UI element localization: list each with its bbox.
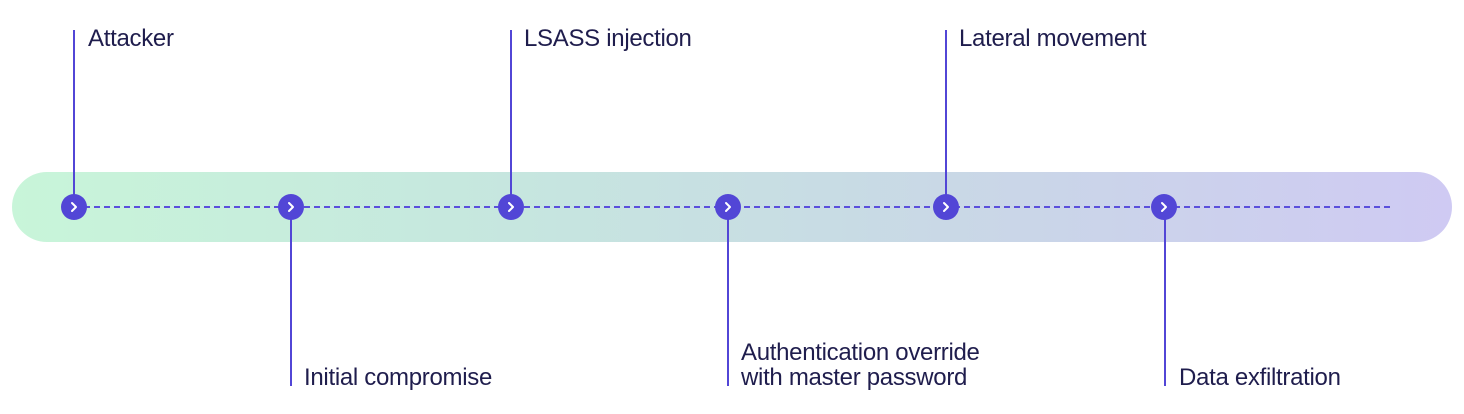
step-connector-lsass-injection: [510, 30, 512, 207]
step-node-initial-compromise: [278, 194, 304, 220]
step-connector-data-exfiltration: [1164, 207, 1166, 386]
step-label-data-exfiltration: Data exfiltration: [1179, 364, 1341, 391]
step-label-authentication-override: Authentication override with master pass…: [741, 339, 980, 391]
step-label-attacker: Attacker: [88, 25, 174, 52]
step-label-lsass-injection: LSASS injection: [524, 25, 692, 52]
step-connector-lateral-movement: [945, 30, 947, 207]
step-node-data-exfiltration: [1151, 194, 1177, 220]
step-node-authentication-override: [715, 194, 741, 220]
step-connector-initial-compromise: [290, 207, 292, 386]
step-connector-authentication-override: [727, 207, 729, 386]
step-node-lateral-movement: [933, 194, 959, 220]
chevron-right-icon: [288, 202, 294, 212]
chevron-right-icon: [943, 202, 949, 212]
step-connector-attacker: [73, 30, 75, 207]
step-label-initial-compromise: Initial compromise: [304, 364, 492, 391]
chevron-right-icon: [71, 202, 77, 212]
step-node-lsass-injection: [498, 194, 524, 220]
chevron-right-icon: [1161, 202, 1167, 212]
step-node-attacker: [61, 194, 87, 220]
chevron-right-icon: [725, 202, 731, 212]
step-label-lateral-movement: Lateral movement: [959, 25, 1147, 52]
chevron-right-icon: [508, 202, 514, 212]
